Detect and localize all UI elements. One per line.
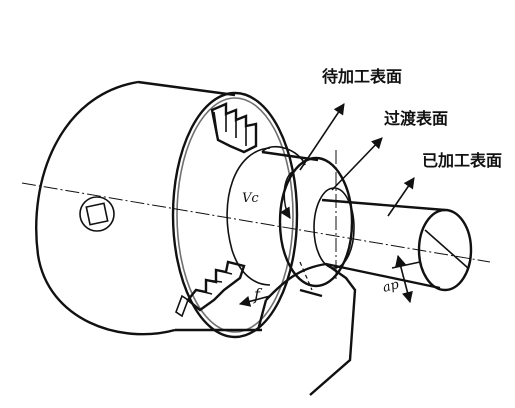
chuck-key-socket	[79, 196, 115, 232]
workpiece-unmachined	[261, 150, 354, 298]
cutting-speed-label: Vc	[242, 191, 259, 206]
cutting-tool	[256, 261, 357, 396]
depth-of-cut-label: ap	[381, 277, 401, 296]
center-axis-line	[21, 182, 491, 263]
unmachined-surface-arrow	[299, 103, 345, 171]
rotation-arrow	[279, 171, 293, 219]
unmachined-surface-label: 待加工表面	[322, 67, 402, 86]
chuck	[35, 80, 306, 339]
depth-of-cut-dimension	[391, 254, 421, 304]
transition-surface-label: 过渡表面	[384, 109, 448, 128]
machined-surface-arrow	[387, 177, 415, 217]
machined-surface-label: 已加工表面	[422, 151, 502, 170]
feed-arrow	[238, 295, 271, 307]
upper-jaw	[210, 102, 258, 154]
workpiece-machined	[321, 198, 473, 292]
lower-jaw	[175, 260, 246, 318]
transition-surface-arrow	[331, 137, 383, 191]
feed-label: f	[253, 285, 263, 304]
